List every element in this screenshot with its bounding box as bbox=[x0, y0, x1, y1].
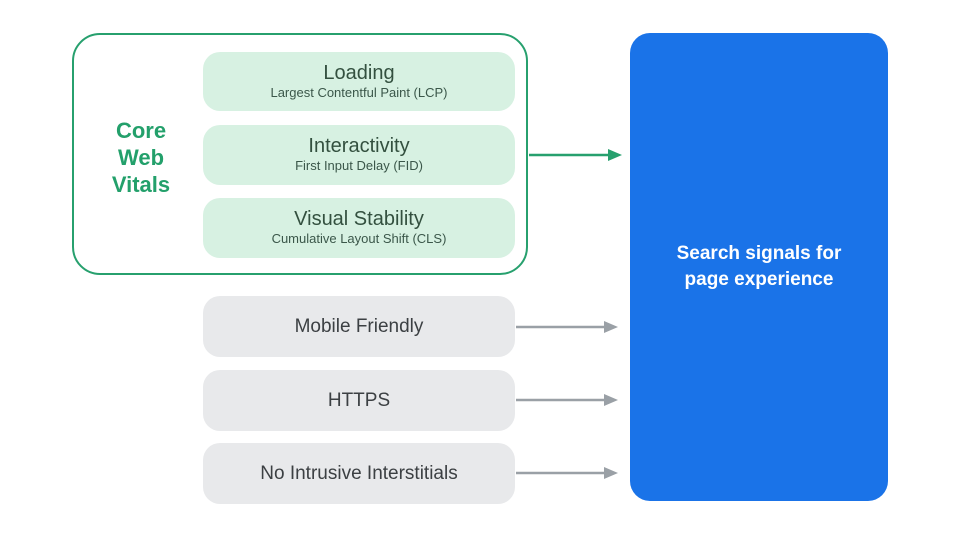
no-intrusive-interstitials-pill: No Intrusive Interstitials bbox=[203, 443, 515, 504]
mobile-friendly-arrow bbox=[516, 321, 618, 333]
no-intrusive-interstitials-arrow bbox=[516, 467, 618, 479]
https-arrow bbox=[516, 394, 618, 406]
visual-stability-title: Visual Stability bbox=[294, 208, 424, 231]
search-signals-box: Search signals for page experience bbox=[630, 33, 888, 501]
visual-stability-subtitle: Cumulative Layout Shift (CLS) bbox=[271, 231, 447, 247]
core-web-vitals-label: Core Web Vitals bbox=[111, 118, 171, 197]
loading-title: Loading bbox=[323, 61, 395, 84]
green-arrow bbox=[529, 149, 622, 161]
mobile-friendly-pill: Mobile Friendly bbox=[203, 296, 515, 357]
interactivity-subtitle: First Input Delay (FID) bbox=[295, 158, 423, 174]
search-signals-label: Search signals for page experience bbox=[676, 243, 842, 290]
https-label: HTTPS bbox=[327, 389, 391, 411]
mobile-friendly-label: Mobile Friendly bbox=[294, 315, 424, 337]
interactivity-pill: Interactivity First Input Delay (FID) bbox=[203, 125, 515, 185]
https-pill: HTTPS bbox=[203, 370, 515, 431]
visual-stability-pill: Visual Stability Cumulative Layout Shift… bbox=[203, 198, 515, 258]
no-intrusive-interstitials-label: No Intrusive Interstitials bbox=[260, 462, 458, 484]
loading-pill: Loading Largest Contentful Paint (LCP) bbox=[203, 52, 515, 111]
interactivity-title: Interactivity bbox=[308, 135, 410, 158]
loading-subtitle: Largest Contentful Paint (LCP) bbox=[270, 84, 448, 100]
